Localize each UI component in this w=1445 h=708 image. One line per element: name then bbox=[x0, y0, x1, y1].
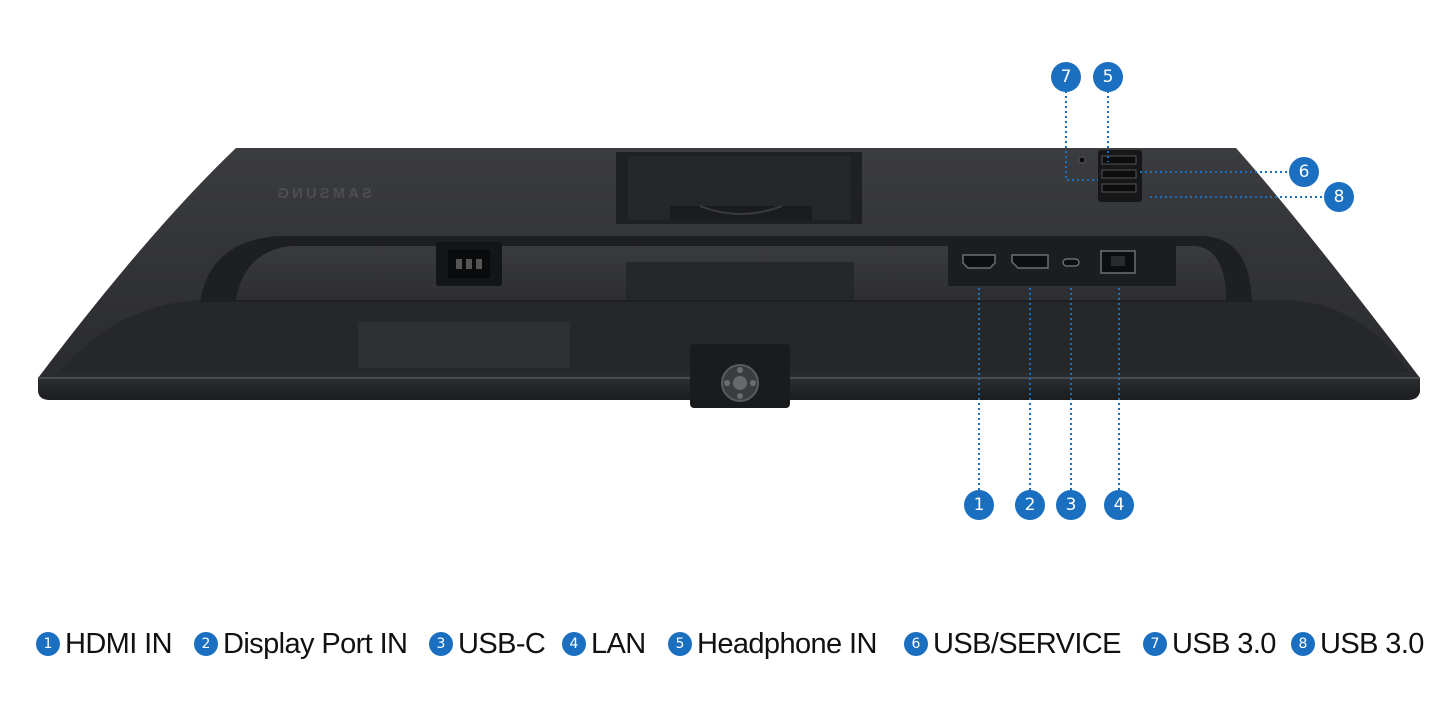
legend-item-display-port-in: 2 Display Port IN bbox=[194, 622, 408, 666]
callout-badge-3: 3 bbox=[1056, 490, 1086, 520]
lan-port bbox=[1100, 250, 1136, 274]
legend-item-usb-3-0-b: 8 USB 3.0 bbox=[1291, 622, 1424, 666]
legend-label: USB 3.0 bbox=[1172, 627, 1276, 660]
displayport-port bbox=[1011, 254, 1049, 269]
legend-label: LAN bbox=[591, 627, 646, 660]
legend-label: Display Port IN bbox=[223, 627, 408, 660]
legend-item-lan: 4 LAN bbox=[562, 622, 646, 666]
callout-badge-2: 2 bbox=[1015, 490, 1045, 520]
legend-label: USB/SERVICE bbox=[933, 627, 1121, 660]
joystick-control bbox=[721, 364, 759, 402]
vesa-mount-recess bbox=[616, 152, 862, 224]
callout-badge-1: 1 bbox=[964, 490, 994, 520]
legend-number: 4 bbox=[562, 632, 586, 656]
hdmi-port bbox=[962, 254, 996, 269]
legend-item-usb-3-0-a: 7 USB 3.0 bbox=[1143, 622, 1276, 666]
legend-number: 3 bbox=[429, 632, 453, 656]
callout-leader-lines bbox=[978, 91, 1324, 490]
legend-label: HDMI IN bbox=[65, 627, 173, 660]
callout-badge-6: 6 bbox=[1289, 157, 1319, 187]
power-socket bbox=[436, 242, 502, 286]
legend-number: 7 bbox=[1143, 632, 1167, 656]
usb-c-port bbox=[1062, 258, 1080, 267]
legend-label: Headphone IN bbox=[697, 627, 877, 660]
legend-label: USB-C bbox=[458, 627, 546, 660]
callout-badge-8: 8 bbox=[1324, 182, 1354, 212]
legend-number: 2 bbox=[194, 632, 218, 656]
side-port-column bbox=[1078, 150, 1142, 202]
rear-port-panel bbox=[200, 236, 1252, 302]
legend-item-headphone-in: 5 Headphone IN bbox=[668, 622, 877, 666]
legend-item-usb-service: 6 USB/SERVICE bbox=[904, 622, 1121, 666]
legend-number: 1 bbox=[36, 632, 60, 656]
legend-label: USB 3.0 bbox=[1320, 627, 1424, 660]
legend-number: 5 bbox=[668, 632, 692, 656]
legend-number: 8 bbox=[1291, 632, 1315, 656]
callout-badge-7: 7 bbox=[1051, 62, 1081, 92]
legend-item-hdmi-in: 1 HDMI IN bbox=[36, 622, 173, 666]
legend-number: 6 bbox=[904, 632, 928, 656]
legend-item-usb-c: 3 USB-C bbox=[429, 622, 546, 666]
callout-badge-4: 4 bbox=[1104, 490, 1134, 520]
callout-badge-5: 5 bbox=[1093, 62, 1123, 92]
port-legend: 1 HDMI IN 2 Display Port IN 3 USB-C 4 LA… bbox=[36, 622, 1431, 666]
brand-logo: SAMSUNG bbox=[274, 185, 372, 202]
